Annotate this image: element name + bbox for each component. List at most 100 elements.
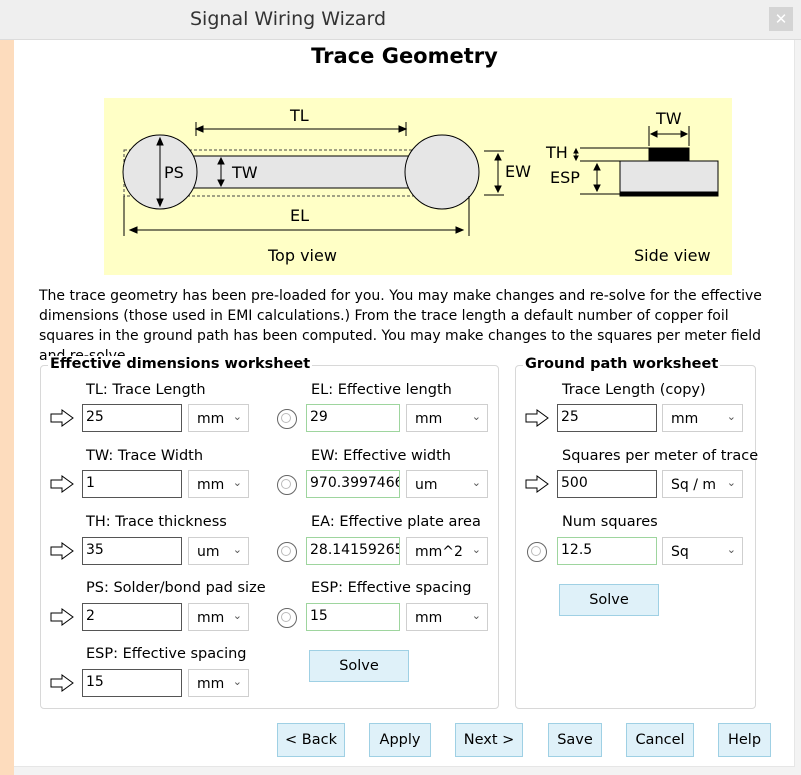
label-th: TH <box>546 143 568 162</box>
esp-input[interactable]: 15 <box>82 669 182 697</box>
chevron-down-icon: ⌄ <box>471 410 481 423</box>
num-squares-label: Num squares <box>562 514 658 530</box>
esp-output-unit-select[interactable]: mm ⌄ <box>406 603 488 631</box>
label-tw: TW <box>232 163 258 182</box>
ps-label: PS: Solder/bond pad size <box>86 580 266 596</box>
num-squares-radio[interactable] <box>527 542 547 562</box>
label-tl: TL <box>290 106 309 125</box>
chevron-down-icon: ⌄ <box>726 410 736 423</box>
trace-geometry-figure: TL PS TW EW EL TW TH ESP Top view Side v… <box>104 98 732 275</box>
help-button[interactable]: Help <box>718 723 771 757</box>
tl-label: TL: Trace Length <box>86 382 206 398</box>
arrow-right-icon <box>50 608 74 626</box>
chevron-down-icon: ⌄ <box>471 476 481 489</box>
left-accent-strip <box>0 40 14 775</box>
esp-output-label: ESP: Effective spacing <box>311 580 472 596</box>
el-output[interactable]: 29 <box>306 404 400 432</box>
el-unit-value: mm <box>415 411 443 427</box>
th-input[interactable]: 35 <box>82 537 182 565</box>
tl-input[interactable]: 25 <box>82 404 182 432</box>
apply-button[interactable]: Apply <box>369 723 431 757</box>
effective-worksheet-title: Effective dimensions worksheet <box>48 356 313 372</box>
trace-length-copy-input[interactable]: 25 <box>557 404 657 432</box>
bottom-border <box>14 766 795 775</box>
cancel-button[interactable]: Cancel <box>626 723 694 757</box>
chevron-down-icon: ⌄ <box>232 675 242 688</box>
ew-label: EW: Effective width <box>311 448 451 464</box>
num-squares-output[interactable]: 12.5 <box>557 537 657 565</box>
right-border <box>794 40 801 775</box>
window-title: Signal Wiring Wizard <box>190 8 387 30</box>
close-icon: ✕ <box>774 10 788 28</box>
arrow-right-icon <box>50 542 74 560</box>
description-text: The trace geometry has been pre-loaded f… <box>39 288 762 364</box>
chevron-down-icon: ⌄ <box>232 410 242 423</box>
num-squares-unit-select[interactable]: Sq ⌄ <box>662 537 743 565</box>
arrow-right-icon <box>525 409 549 427</box>
chevron-down-icon: ⌄ <box>471 543 481 556</box>
arrow-right-icon <box>50 475 74 493</box>
trace-length-copy-unit-value: mm <box>671 411 699 427</box>
arrow-right-icon <box>50 674 74 692</box>
th-label: TH: Trace thickness <box>86 514 227 530</box>
tl-unit-select[interactable]: mm ⌄ <box>188 404 249 432</box>
page-title: Trace Geometry <box>311 44 498 68</box>
ew-unit-select[interactable]: um ⌄ <box>406 470 488 498</box>
label-top-view: Top view <box>268 246 337 265</box>
chevron-down-icon: ⌄ <box>726 476 736 489</box>
tw-input[interactable]: 1 <box>82 470 182 498</box>
next-button[interactable]: Next > <box>455 723 523 757</box>
ea-radio[interactable] <box>277 542 297 562</box>
ew-output[interactable]: 970.39974667 <box>306 470 400 498</box>
tw-label: TW: Trace Width <box>86 448 204 464</box>
label-esp: ESP <box>550 168 580 187</box>
ps-unit-select[interactable]: mm ⌄ <box>188 603 249 631</box>
chevron-down-icon: ⌄ <box>232 476 242 489</box>
squares-per-meter-unit-value: Sq / m <box>671 477 717 493</box>
ground-solve-button[interactable]: Solve <box>559 584 659 616</box>
title-bar: Signal Wiring Wizard ✕ <box>0 0 801 40</box>
esp-unit-select[interactable]: mm ⌄ <box>188 669 249 697</box>
ps-input[interactable]: 2 <box>82 603 182 631</box>
esp-input-label: ESP: Effective spacing <box>86 646 247 662</box>
esp-unit-value: mm <box>197 676 225 692</box>
ew-radio[interactable] <box>277 475 297 495</box>
squares-per-meter-input[interactable]: 500 <box>557 470 657 498</box>
ea-label: EA: Effective plate area <box>311 514 481 530</box>
ea-unit-select[interactable]: mm^2 ⌄ <box>406 537 488 565</box>
tl-unit-value: mm <box>197 411 225 427</box>
squares-per-meter-label: Squares per meter of trace <box>562 448 759 464</box>
th-unit-select[interactable]: um ⌄ <box>188 537 249 565</box>
label-ps: PS <box>164 163 184 182</box>
label-tw-side: TW <box>656 109 682 128</box>
arrow-right-icon <box>525 475 549 493</box>
label-el: EL <box>290 206 310 225</box>
effective-solve-button[interactable]: Solve <box>309 650 409 682</box>
chevron-down-icon: ⌄ <box>232 543 242 556</box>
ps-unit-value: mm <box>197 610 225 626</box>
num-squares-unit-value: Sq <box>671 544 689 560</box>
el-unit-select[interactable]: mm ⌄ <box>406 404 488 432</box>
esp-output-unit-value: mm <box>415 610 443 626</box>
ea-unit-value: mm^2 <box>415 544 463 560</box>
close-button[interactable]: ✕ <box>769 7 793 31</box>
esp-output[interactable]: 15 <box>306 603 400 631</box>
th-unit-value: um <box>197 544 220 560</box>
chevron-down-icon: ⌄ <box>726 543 736 556</box>
tw-unit-value: mm <box>197 477 225 493</box>
esp-radio[interactable] <box>277 608 297 628</box>
el-label: EL: Effective length <box>311 382 452 398</box>
ea-output[interactable]: 28.141592653 <box>306 537 400 565</box>
chevron-down-icon: ⌄ <box>232 609 242 622</box>
el-radio[interactable] <box>277 409 297 429</box>
squares-per-meter-unit-select[interactable]: Sq / m ⌄ <box>662 470 743 498</box>
save-button[interactable]: Save <box>548 723 602 757</box>
ew-unit-value: um <box>415 477 438 493</box>
tw-unit-select[interactable]: mm ⌄ <box>188 470 249 498</box>
ground-worksheet-title: Ground path worksheet <box>523 356 721 372</box>
trace-length-copy-label: Trace Length (copy) <box>562 382 706 398</box>
chevron-down-icon: ⌄ <box>471 609 481 622</box>
back-button[interactable]: < Back <box>277 723 345 757</box>
trace-length-copy-unit-select[interactable]: mm ⌄ <box>662 404 743 432</box>
arrow-right-icon <box>50 409 74 427</box>
